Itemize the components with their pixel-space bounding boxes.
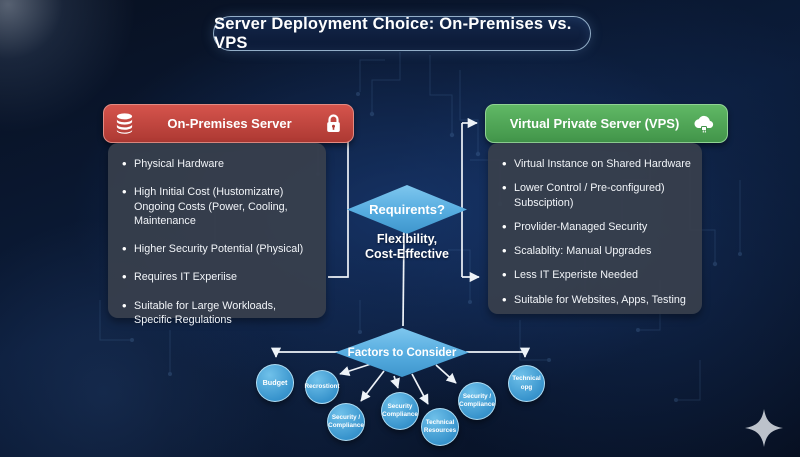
factor-circle-security-compliance-1: Security / Compliance [327, 403, 365, 441]
requirements-label: Requirents? [369, 202, 445, 217]
list-item: Suitable for Websites, Apps, Testing [501, 290, 692, 307]
list-item: Scalablity: Manual Upgrades [501, 242, 692, 259]
factor-circle-security-compliance-3: Security / Compliance [458, 382, 496, 420]
vps-header: Virtual Private Server (VPS) [485, 104, 728, 143]
on-premises-header: On-Premises Server [103, 104, 354, 143]
cloud-icon [692, 114, 716, 133]
requirements-decision-diamond: Requirents? [347, 185, 467, 234]
list-item: High Initial Cost (Hustomizatre) Ongoing… [121, 183, 316, 228]
on-premises-panel: Physical Hardware High Initial Cost (Hus… [108, 143, 326, 326]
factors-diamond: Factors to Consider [335, 328, 469, 377]
list-item: Suitable for Large Workloads, Specific R… [121, 297, 316, 328]
list-item: Virtual Instance on Shared Hardware [501, 155, 692, 172]
page-title-label: Server Deployment Choice: On-Premises vs… [214, 14, 572, 52]
factor-circle-budget: Budget [256, 364, 294, 402]
vps-header-label: Virtual Private Server (VPS) [509, 116, 680, 131]
list-item: Higher Security Potential (Physical) [121, 240, 316, 257]
sparkle-icon [745, 409, 783, 447]
list-item: Requires IT Experiise [121, 268, 316, 285]
on-premises-list: Physical Hardware High Initial Cost (Hus… [108, 143, 326, 327]
list-item: Lower Control / Pre-configured) Subscipt… [501, 179, 692, 210]
decision-subtext-line1: Flexibility, [376, 232, 438, 246]
decision-subtext-line2: Cost-Effective [364, 247, 450, 262]
on-premises-header-label: On-Premises Server [167, 116, 292, 131]
list-item: Provlider-Managed Security [501, 218, 692, 235]
vps-panel: Virtual Instance on Shared Hardware Lowe… [488, 143, 702, 314]
factor-circle-label: Security / Compliance [459, 392, 495, 408]
factor-circle-label: Technical opg [512, 375, 541, 391]
decision-subtext: Flexibility, Cost-Effective [337, 232, 477, 263]
vps-list: Virtual Instance on Shared Hardware Lowe… [488, 143, 702, 308]
factor-circle-label: Recrostiont [304, 382, 340, 390]
list-item: Physical Hardware [121, 155, 316, 172]
factor-circle-label: Budget [262, 378, 288, 388]
database-icon [115, 113, 134, 134]
factor-circle-label: Security Compliance [382, 402, 418, 418]
factor-circle-label: Security / Compliance [328, 413, 364, 429]
factor-circle-security-compliance-2: Security Compliance [381, 392, 419, 430]
page-title: Server Deployment Choice: On-Premises vs… [213, 14, 591, 52]
factor-circle-recrostiont: Recrostiont [304, 370, 340, 404]
list-item: Less IT Experiste Needed [501, 266, 692, 283]
factor-circle-technical-opg: Technical opg [508, 365, 545, 402]
factors-label: Factors to Consider [347, 346, 457, 359]
lock-icon [325, 113, 342, 134]
factor-circle-technical-resources: Technical Resources [421, 408, 459, 446]
factor-circle-label: Technical Resources [423, 418, 457, 434]
